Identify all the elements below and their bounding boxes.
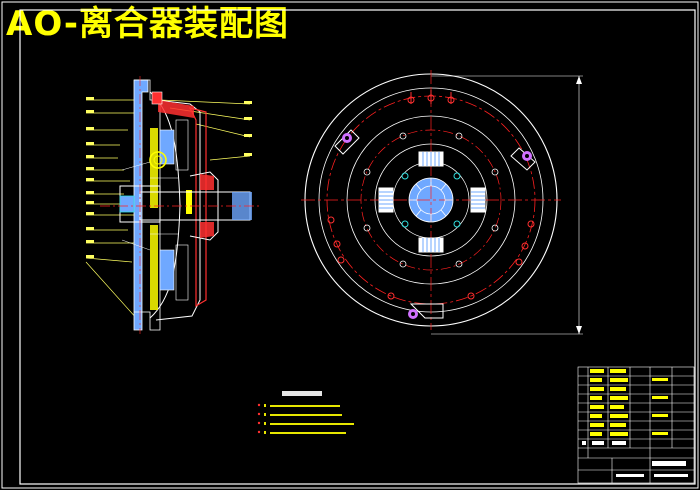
bolt-hole-icon	[151, 91, 163, 105]
title-block	[577, 366, 695, 484]
technical-notes	[257, 391, 354, 434]
flywheel-wall	[133, 79, 149, 331]
clutch-cross-section	[85, 76, 262, 334]
title-block-labels	[582, 441, 688, 477]
drawing-title: AO-离合器装配图	[6, 4, 289, 44]
rivets	[401, 172, 461, 228]
right-balloon-marks	[244, 101, 252, 156]
inner-frame	[19, 9, 696, 485]
friction-disc-lower	[150, 225, 158, 310]
left-balloon-marks	[86, 97, 94, 258]
cut-hatch-top	[158, 100, 194, 118]
clutch-front-view	[301, 70, 583, 335]
damper-spring-icon	[149, 151, 167, 169]
friction-disc-upper	[150, 128, 158, 208]
parts-list-text	[590, 369, 668, 436]
damper-springs	[378, 151, 486, 253]
